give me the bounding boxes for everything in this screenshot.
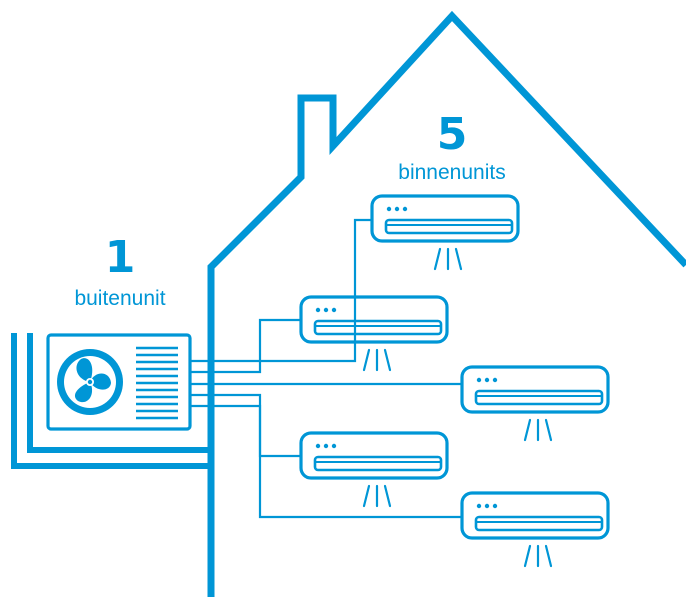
outdoor-vent-grille [136,346,178,420]
indoor-unit-2 [299,295,449,372]
outdoor-unit [46,333,192,431]
indoor-label: binnenunits [398,161,506,184]
indoor-unit-4 [299,431,449,508]
pipe-to-unit-5 [190,404,462,519]
outdoor-count: 1 [104,232,136,283]
outdoor-bracket [11,333,211,469]
house-outline-icon [207,10,686,597]
pipe-lines [190,218,462,519]
fan-outdoor-unit-icon [57,349,123,415]
pipe-to-unit-4 [190,393,301,458]
outdoor-label: buitenunit [74,287,166,310]
indoor-unit-5 [460,491,610,568]
pipe-to-unit-2 [190,318,301,374]
indoor-unit-3 [460,365,610,442]
indoor-unit-1 [370,194,520,271]
pipe-to-unit-1 [190,218,372,363]
indoor-count: 5 [436,109,468,160]
outdoor-bracket-inner [27,333,211,453]
